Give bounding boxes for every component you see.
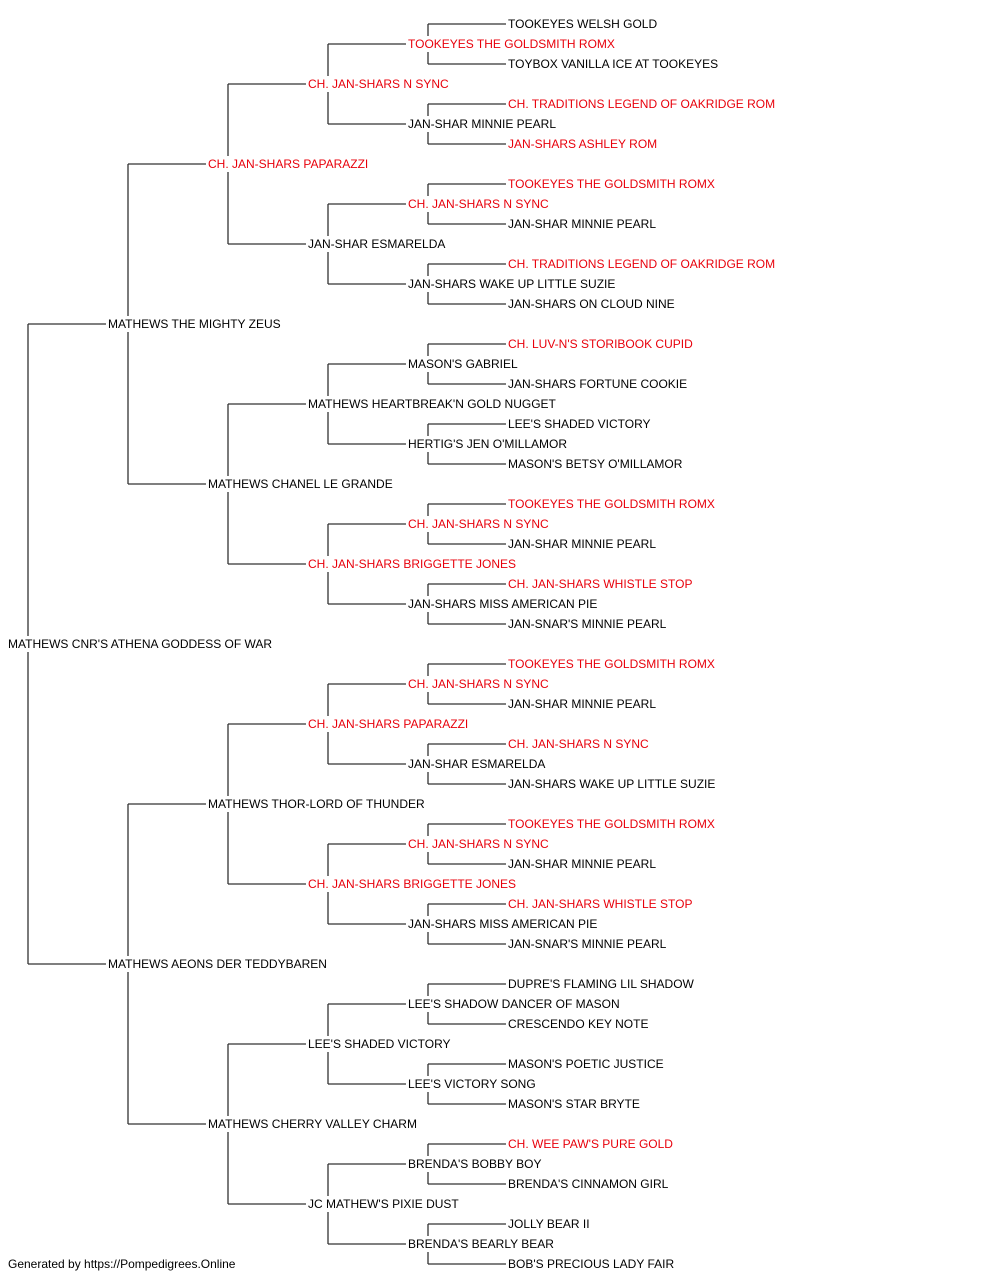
- pedigree-node: TOOKEYES THE GOLDSMITH ROMX: [508, 817, 715, 831]
- pedigree-node: CRESCENDO KEY NOTE: [508, 1017, 649, 1031]
- pedigree-node: JAN-SHARS MISS AMERICAN PIE: [408, 597, 598, 611]
- pedigree-node: TOOKEYES THE GOLDSMITH ROMX: [508, 657, 715, 671]
- generated-by-footer: Generated by https://Pompedigrees.Online: [8, 1257, 236, 1271]
- pedigree-node: JAN-SHAR MINNIE PEARL: [508, 697, 657, 711]
- pedigree-node: MATHEWS CHERRY VALLEY CHARM: [208, 1117, 417, 1131]
- pedigree-node: CH. JAN-SHARS PAPARAZZI: [208, 157, 369, 171]
- pedigree-node: CH. JAN-SHARS PAPARAZZI: [308, 717, 469, 731]
- pedigree-node: BOB'S PRECIOUS LADY FAIR: [508, 1257, 675, 1271]
- pedigree-node: JAN-SHAR MINNIE PEARL: [508, 217, 657, 231]
- pedigree-node: CH. JAN-SHARS N SYNC: [408, 197, 549, 211]
- pedigree-node: BRENDA'S CINNAMON GIRL: [508, 1177, 669, 1191]
- pedigree-node: JAN-SHARS ON CLOUD NINE: [508, 297, 675, 311]
- pedigree-node: MATHEWS CNR'S ATHENA GODDESS OF WAR: [8, 637, 273, 651]
- pedigree-node: JC MATHEW'S PIXIE DUST: [308, 1197, 459, 1211]
- pedigree-node: MASON'S GABRIEL: [408, 357, 518, 371]
- pedigree-node: JAN-SHARS MISS AMERICAN PIE: [408, 917, 598, 931]
- pedigree-node: CH. JAN-SHARS N SYNC: [408, 837, 549, 851]
- pedigree-node: JAN-SHAR MINNIE PEARL: [508, 857, 657, 871]
- pedigree-node: CH. JAN-SHARS WHISTLE STOP: [508, 897, 693, 911]
- pedigree-node: MATHEWS HEARTBREAK'N GOLD NUGGET: [308, 397, 556, 411]
- pedigree-node: CH. JAN-SHARS N SYNC: [308, 77, 449, 91]
- pedigree-node: CH. LUV-N'S STORIBOOK CUPID: [508, 337, 693, 351]
- pedigree-node: CH. JAN-SHARS WHISTLE STOP: [508, 577, 693, 591]
- pedigree-node: MATHEWS AEONS DER TEDDYBAREN: [108, 957, 327, 971]
- pedigree-node: TOOKEYES THE GOLDSMITH ROMX: [508, 177, 715, 191]
- pedigree-node: LEE'S SHADED VICTORY: [308, 1037, 451, 1051]
- pedigree-node: JAN-SHAR ESMARELDA: [308, 237, 446, 251]
- pedigree-node: JAN-SHARS ASHLEY ROM: [508, 137, 658, 151]
- pedigree-node: CH. JAN-SHARS N SYNC: [508, 737, 649, 751]
- pedigree-node: CH. TRADITIONS LEGEND OF OAKRIDGE ROM: [508, 257, 776, 271]
- pedigree-node: JAN-SHAR ESMARELDA: [408, 757, 546, 771]
- pedigree-node: TOYBOX VANILLA ICE AT TOOKEYES: [508, 57, 719, 71]
- pedigree-node: CH. JAN-SHARS BRIGGETTE JONES: [308, 557, 517, 571]
- pedigree-node: MASON'S BETSY O'MILLAMOR: [508, 457, 683, 471]
- pedigree-node: JAN-SHARS WAKE UP LITTLE SUZIE: [508, 777, 716, 791]
- pedigree-node: CH. JAN-SHARS N SYNC: [408, 517, 549, 531]
- pedigree-node: TOOKEYES THE GOLDSMITH ROMX: [408, 37, 615, 51]
- pedigree-node: TOOKEYES WELSH GOLD: [508, 17, 658, 31]
- pedigree-node: BRENDA'S BOBBY BOY: [408, 1157, 542, 1171]
- pedigree-node: JAN-SNAR'S MINNIE PEARL: [508, 617, 667, 631]
- pedigree-node: MATHEWS THE MIGHTY ZEUS: [108, 317, 281, 331]
- pedigree-node: LEE'S SHADOW DANCER OF MASON: [408, 997, 620, 1011]
- pedigree-node: JAN-SHAR MINNIE PEARL: [408, 117, 557, 131]
- pedigree-node: JOLLY BEAR II: [508, 1217, 590, 1231]
- pedigree-node: CH. WEE PAW'S PURE GOLD: [508, 1137, 673, 1151]
- pedigree-node: MASON'S STAR BRYTE: [508, 1097, 640, 1111]
- pedigree-node: MASON'S POETIC JUSTICE: [508, 1057, 664, 1071]
- pedigree-node: CH. JAN-SHARS N SYNC: [408, 677, 549, 691]
- pedigree-node: TOOKEYES THE GOLDSMITH ROMX: [508, 497, 715, 511]
- pedigree-node: CH. JAN-SHARS BRIGGETTE JONES: [308, 877, 517, 891]
- pedigree-node: JAN-SHAR MINNIE PEARL: [508, 537, 657, 551]
- pedigree-node: BRENDA'S BEARLY BEAR: [408, 1237, 554, 1251]
- pedigree-node: MATHEWS CHANEL LE GRANDE: [208, 477, 393, 491]
- pedigree-node: DUPRE'S FLAMING LIL SHADOW: [508, 977, 694, 991]
- pedigree-node: LEE'S VICTORY SONG: [408, 1077, 536, 1091]
- pedigree-node: JAN-SNAR'S MINNIE PEARL: [508, 937, 667, 951]
- pedigree-node: JAN-SHARS WAKE UP LITTLE SUZIE: [408, 277, 616, 291]
- pedigree-node: HERTIG'S JEN O'MILLAMOR: [408, 437, 568, 451]
- pedigree-node: MATHEWS THOR-LORD OF THUNDER: [208, 797, 425, 811]
- pedigree-node: JAN-SHARS FORTUNE COOKIE: [508, 377, 688, 391]
- pedigree-node: LEE'S SHADED VICTORY: [508, 417, 651, 431]
- pedigree-node: CH. TRADITIONS LEGEND OF OAKRIDGE ROM: [508, 97, 776, 111]
